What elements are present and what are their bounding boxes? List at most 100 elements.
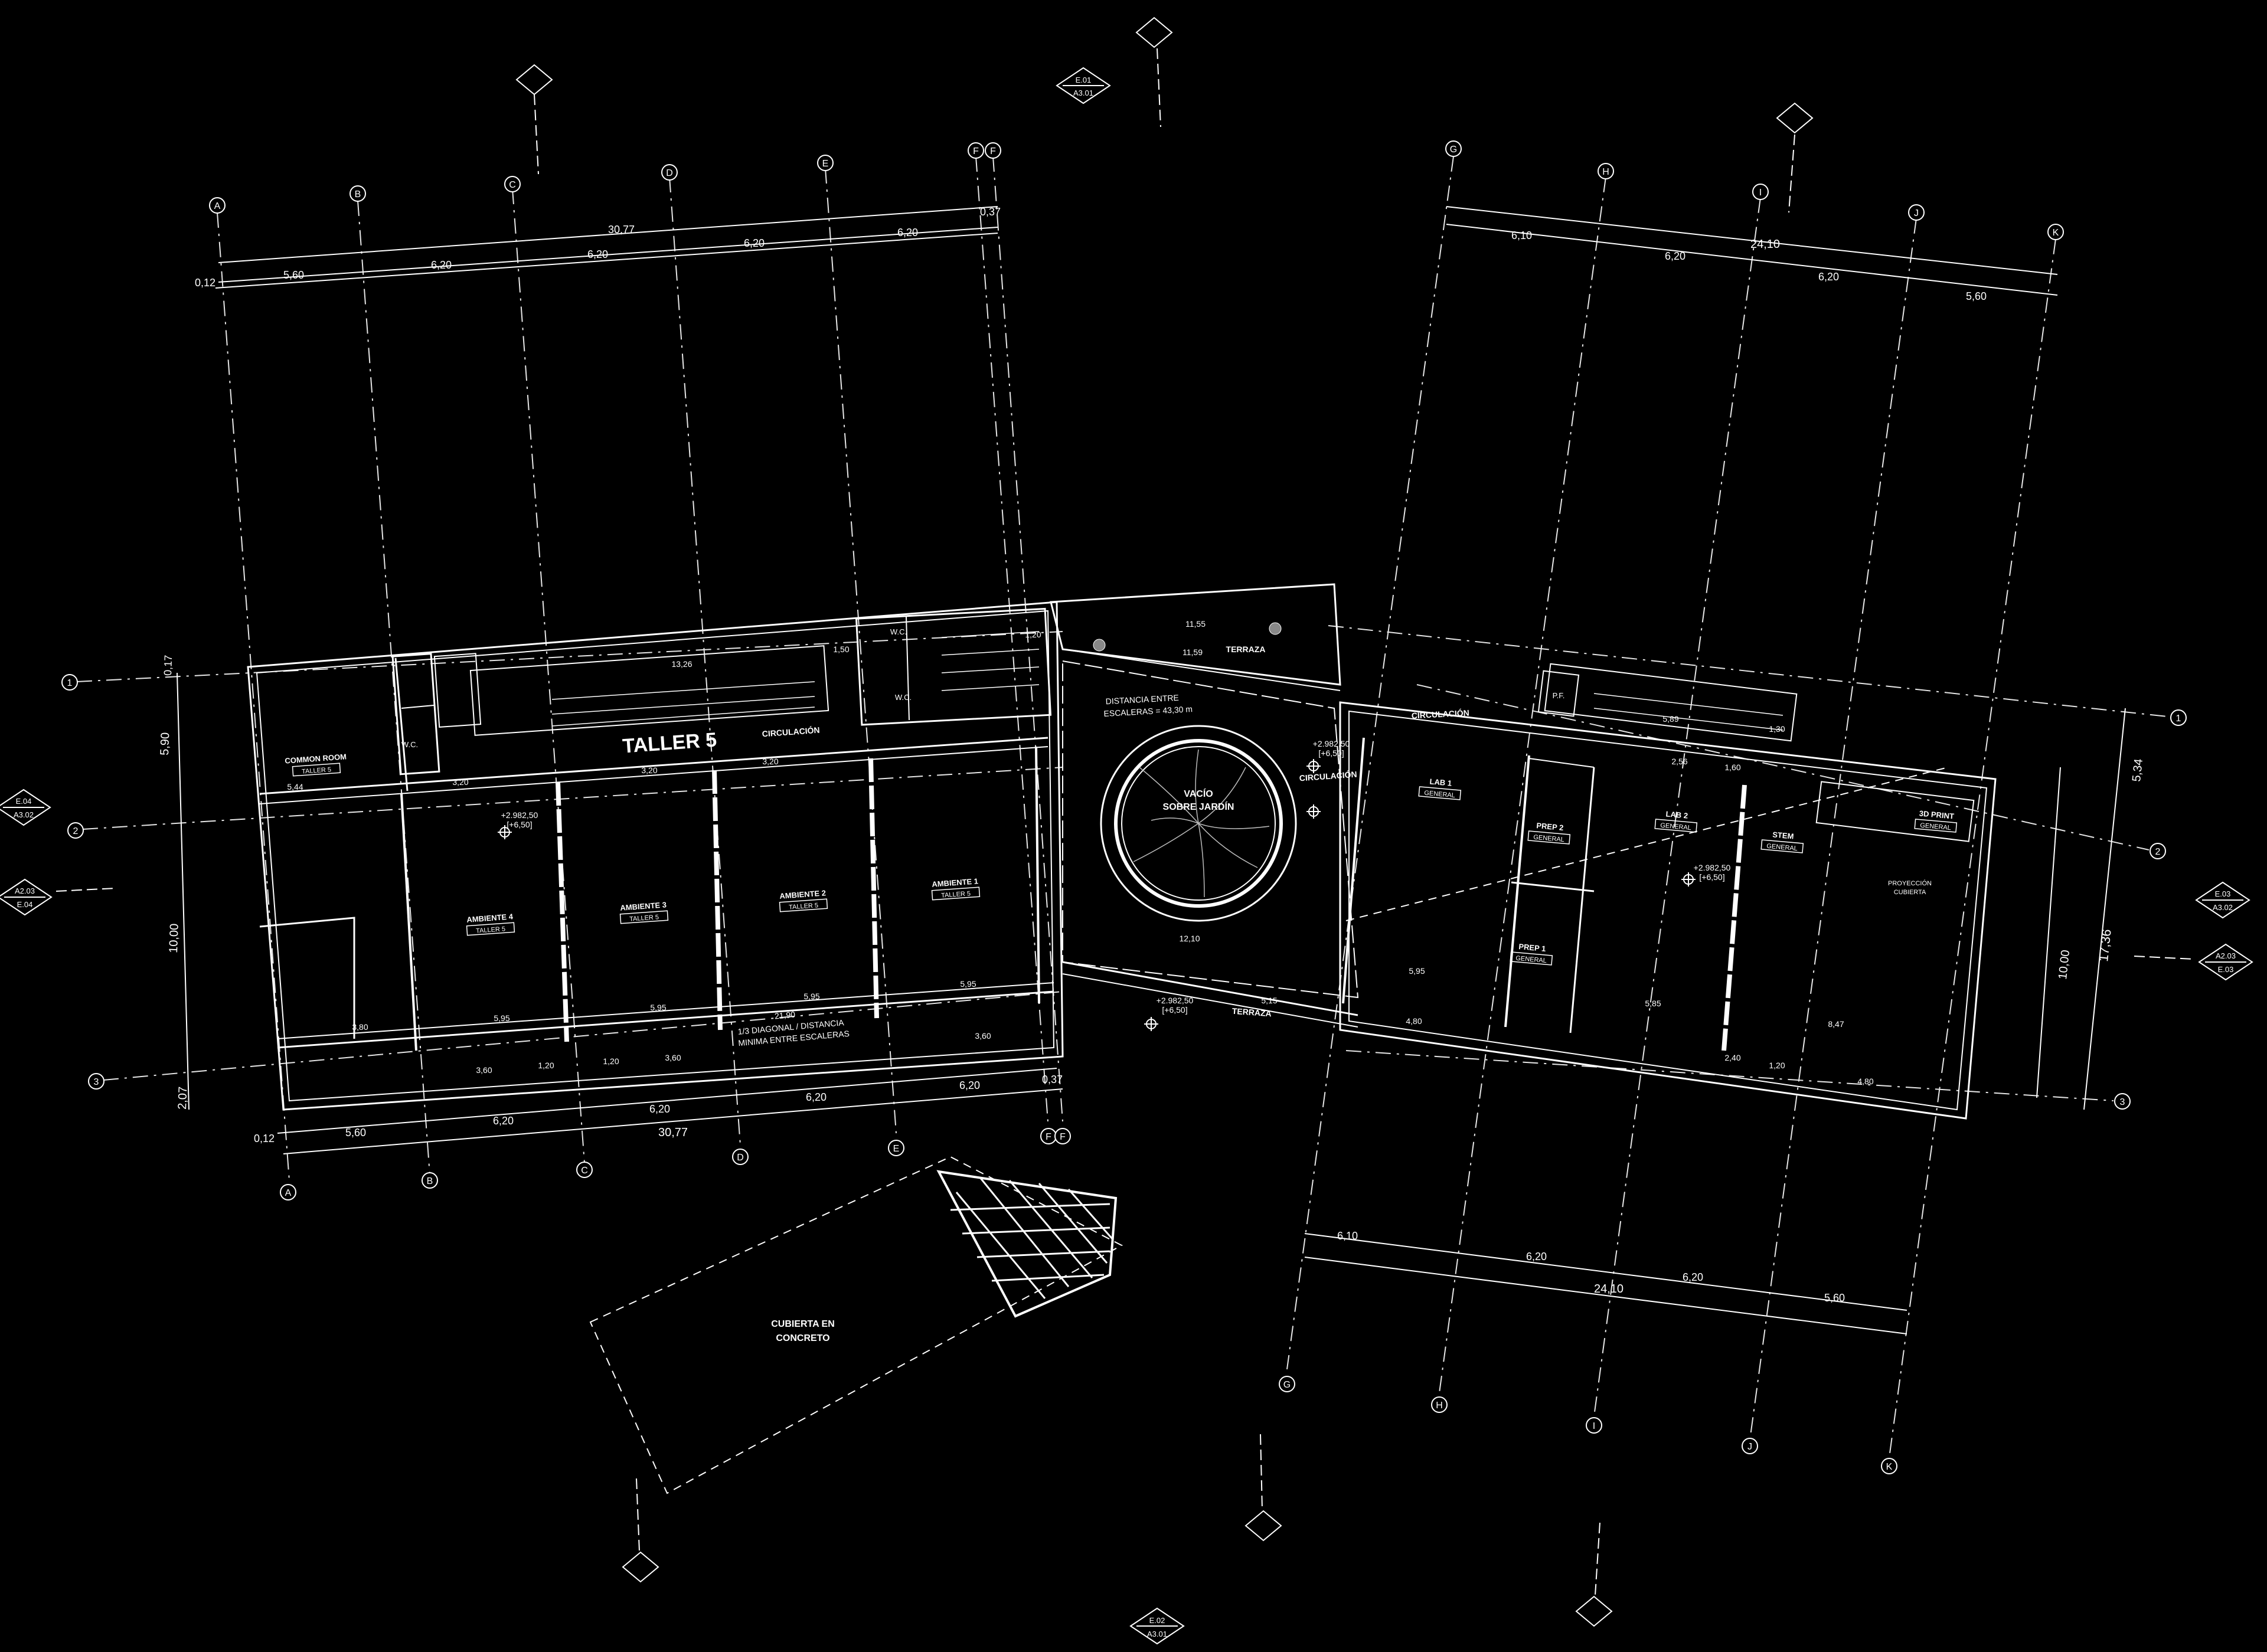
svg-text:A2.03: A2.03 <box>15 886 35 895</box>
label-wc-mid: W.C. <box>890 627 907 636</box>
dim-595-b: 5,95 <box>650 1003 666 1012</box>
label-proyeccion-1: PROYECCIÓN <box>1888 879 1932 887</box>
dim-150: 1,50 <box>833 645 849 654</box>
concrete-roof <box>589 1156 1123 1494</box>
label-level-bot-2: [+6,50] <box>1162 1005 1187 1015</box>
central-link <box>1050 583 1359 1028</box>
label-level-bot: +2.982,50 <box>1157 996 1194 1005</box>
svg-text:A3.01: A3.01 <box>1073 89 1093 97</box>
svg-text:TALLER 5: TALLER 5 <box>476 925 506 934</box>
grid-1-right: 1 <box>2176 714 2181 724</box>
svg-text:TALLER 5: TALLER 5 <box>302 766 332 775</box>
dim-top-620a: 6,20 <box>431 259 452 271</box>
room-prep1: PREP 1 GENERAL <box>1510 942 1553 966</box>
dim-544: 5,44 <box>287 782 303 791</box>
dim-top-620d: 6,20 <box>897 227 918 238</box>
svg-text:AMBIENTE 1: AMBIENTE 1 <box>932 876 979 888</box>
label-level-right: +2.982,50 <box>1694 863 1731 872</box>
label-diagonal-1: 21,90 <box>774 1010 796 1021</box>
svg-text:GENERAL: GENERAL <box>1533 834 1564 844</box>
dim-160: 1,60 <box>1724 763 1740 772</box>
svg-text:LAB 1: LAB 1 <box>1429 777 1452 787</box>
grid-c-top: C <box>509 180 516 190</box>
dim-bot-037: 0,37 <box>1042 1074 1063 1085</box>
label-circulacion-left: CIRCULACIÓN <box>762 725 820 739</box>
svg-text:LAB 2: LAB 2 <box>1665 809 1688 820</box>
svg-text:GENERAL: GENERAL <box>1424 790 1455 800</box>
svg-text:GENERAL: GENERAL <box>1766 843 1798 853</box>
svg-text:GENERAL: GENERAL <box>1515 955 1547 965</box>
grid-2-right: 2 <box>2155 847 2161 857</box>
dim-360-b: 3,60 <box>665 1053 681 1062</box>
dim-top-620b: 6,20 <box>587 248 608 260</box>
room-ambiente4: AMBIENTE 4 TALLER 5 <box>466 912 515 936</box>
dim-1326: 13,26 <box>671 659 692 669</box>
svg-text:STEM: STEM <box>1772 830 1794 840</box>
grid-f-top: F <box>973 146 979 156</box>
grid-i-top: I <box>1759 188 1762 198</box>
dimensions-bottom-right: 24,10 6,10 6,20 6,20 5,60 <box>1304 1230 1907 1334</box>
dim-595-a: 5,95 <box>494 1013 509 1023</box>
dim-top-right-620b: 6,20 <box>1818 271 1839 283</box>
dim-top-right-560: 5,60 <box>1966 290 1987 302</box>
svg-text:E.01: E.01 <box>1076 76 1092 84</box>
section-marker-e01-top: E.01 A3.01 <box>1056 67 1111 104</box>
dim-480-b: 4,80 <box>1857 1077 1873 1086</box>
dim-v-590: 5,90 <box>158 732 172 755</box>
room-common: COMMON ROOM TALLER 5 <box>285 752 347 777</box>
label-level-left-2: [+6,50] <box>507 820 532 829</box>
dim-240: 2,40 <box>1724 1053 1740 1062</box>
grid-d-top: D <box>666 168 673 178</box>
grid-k-bot: K <box>1886 1462 1893 1472</box>
grid-g-bot: G <box>1283 1380 1291 1390</box>
grid-c-bot: C <box>581 1166 588 1176</box>
svg-text:A3.02: A3.02 <box>14 810 34 819</box>
label-cubierta-1: CUBIERTA EN <box>771 1319 835 1329</box>
grid-lines-right <box>1286 156 2056 1458</box>
svg-text:PREP 2: PREP 2 <box>1536 821 1564 832</box>
grid-j-bot: J <box>1747 1442 1752 1452</box>
grid-b-top: B <box>355 189 361 199</box>
label-circulacion-right: CIRCULACIÓN <box>1411 707 1469 720</box>
dim-320-a: 3,20 <box>452 777 468 787</box>
dim-bot-right-610: 6,10 <box>1337 1230 1358 1242</box>
left-wing <box>247 601 1064 1111</box>
label-wc-mid2: W.C. <box>895 693 912 702</box>
svg-text:GENERAL: GENERAL <box>1660 822 1691 832</box>
room-prep2: PREP 2 GENERAL <box>1527 821 1571 845</box>
dim-bot-620d: 6,20 <box>959 1079 980 1091</box>
svg-text:COMMON ROOM: COMMON ROOM <box>285 752 347 765</box>
dimensions-bottom-left: 30,77 0,12 5,60 6,20 6,20 6,20 6,20 0,37 <box>254 1068 1063 1154</box>
grid-3-right: 3 <box>2120 1097 2125 1107</box>
dim-120-c: 1,20 <box>1025 630 1041 639</box>
dim-v-534: 5,34 <box>2130 758 2145 782</box>
dim-1210: 12,10 <box>1179 934 1200 943</box>
dim-1159: 11,59 <box>1183 647 1203 657</box>
dim-top-560: 5,60 <box>283 269 304 281</box>
grid-a-top: A <box>214 201 221 211</box>
section-marker-a203-left: A2.03 E.04 <box>0 878 116 916</box>
dim-top-total: 30,77 <box>608 224 635 235</box>
svg-text:AMBIENTE 2: AMBIENTE 2 <box>779 888 827 900</box>
grid-3-left: 3 <box>94 1077 99 1087</box>
dim-120-d: 1,20 <box>1769 1061 1785 1070</box>
dim-595-c: 5,95 <box>803 992 819 1001</box>
dim-360-a: 3,60 <box>476 1065 492 1075</box>
svg-text:GENERAL: GENERAL <box>1920 822 1951 832</box>
dim-bot-right-total: 24,10 <box>1594 1283 1624 1296</box>
dim-1155: 11,55 <box>1185 619 1206 629</box>
grid-h-bot: H <box>1436 1401 1443 1411</box>
label-proyeccion-2: CUBIERTA <box>1894 889 1926 896</box>
dim-595-e: 5,95 <box>1409 966 1425 976</box>
dim-bot-right-620b: 6,20 <box>1683 1271 1703 1283</box>
dim-bot-620c: 6,20 <box>806 1091 827 1103</box>
label-level-right-2: [+6,50] <box>1699 872 1724 882</box>
label-distancia-1: DISTANCIA ENTRE <box>1105 693 1179 706</box>
label-level-left: +2.982,50 <box>501 810 538 820</box>
dim-320-b: 3,20 <box>641 766 657 775</box>
label-sobre-jardin: SOBRE JARDÍN <box>1163 801 1234 812</box>
grid-h-top: H <box>1602 167 1609 177</box>
label-terraza-top: TERRAZA <box>1226 645 1266 654</box>
dim-585: 5,85 <box>1645 999 1661 1008</box>
